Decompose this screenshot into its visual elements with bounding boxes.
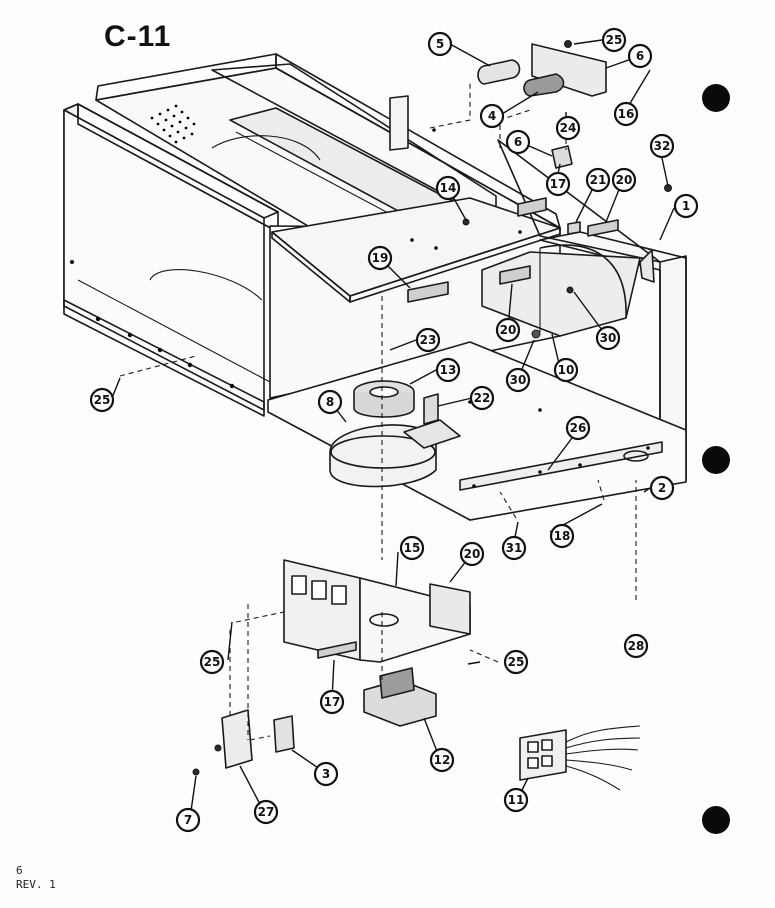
svg-text:7: 7 xyxy=(184,813,192,827)
callout-6-b: 6 xyxy=(505,129,531,155)
callout-24: 24 xyxy=(555,115,581,141)
page-number: 6 xyxy=(16,864,23,877)
svg-text:10: 10 xyxy=(558,363,575,377)
callout-7: 7 xyxy=(175,807,201,833)
callout-10: 10 xyxy=(553,357,579,383)
callout-4: 4 xyxy=(479,103,505,129)
callout-17-b: 17 xyxy=(319,689,345,715)
svg-text:20: 20 xyxy=(616,173,633,187)
svg-text:4: 4 xyxy=(488,109,496,123)
callout-11: 11 xyxy=(503,787,529,813)
svg-text:8: 8 xyxy=(326,395,334,409)
vent-perforations xyxy=(150,104,196,144)
callout-23: 23 xyxy=(415,327,441,353)
callout-30: 30 xyxy=(595,325,621,351)
callout-25: 25 xyxy=(601,27,627,53)
svg-text:28: 28 xyxy=(628,639,645,653)
svg-text:25: 25 xyxy=(204,655,221,669)
callout-25-d: 25 xyxy=(503,649,529,675)
svg-text:19: 19 xyxy=(372,251,389,265)
binder-hole-top xyxy=(702,84,730,112)
callout-22: 22 xyxy=(469,385,495,411)
svg-text:25: 25 xyxy=(94,393,111,407)
svg-text:21: 21 xyxy=(590,173,607,187)
oven-cavity-assembly xyxy=(63,40,687,521)
diagram-title: C-11 xyxy=(104,20,172,53)
svg-text:15: 15 xyxy=(404,541,421,555)
svg-text:20: 20 xyxy=(464,547,481,561)
callout-25-c: 25 xyxy=(199,649,225,675)
svg-text:2: 2 xyxy=(658,481,666,495)
callout-30-b: 30 xyxy=(505,367,531,393)
svg-text:17: 17 xyxy=(550,177,567,191)
svg-text:24: 24 xyxy=(560,121,577,135)
callout-15: 15 xyxy=(399,535,425,561)
svg-text:6: 6 xyxy=(514,135,522,149)
callout-32: 32 xyxy=(649,133,675,159)
callout-25-b: 25 xyxy=(89,387,115,413)
svg-text:31: 31 xyxy=(506,541,523,555)
callout-12: 12 xyxy=(429,747,455,773)
control-bracket-assembly xyxy=(192,559,471,776)
callout-19: 19 xyxy=(367,245,393,271)
svg-text:3: 3 xyxy=(322,767,330,781)
callout-28: 28 xyxy=(623,633,649,659)
callout-14: 14 xyxy=(435,175,461,201)
svg-text:12: 12 xyxy=(434,753,451,767)
callout-31: 31 xyxy=(501,535,527,561)
callout-6: 6 xyxy=(627,43,653,69)
binder-hole-bottom xyxy=(702,806,730,834)
callout-20-b: 20 xyxy=(495,317,521,343)
svg-text:5: 5 xyxy=(436,37,444,51)
callout-27: 27 xyxy=(253,799,279,825)
svg-text:14: 14 xyxy=(440,181,457,195)
svg-text:1: 1 xyxy=(682,199,690,213)
binder-hole-middle xyxy=(702,446,730,474)
callout-18: 18 xyxy=(549,523,575,549)
svg-text:27: 27 xyxy=(258,805,275,819)
svg-text:25: 25 xyxy=(508,655,525,669)
callout-2: 2 xyxy=(649,475,675,501)
svg-text:32: 32 xyxy=(654,139,671,153)
svg-text:20: 20 xyxy=(500,323,517,337)
callout-1: 1 xyxy=(673,193,699,219)
svg-text:18: 18 xyxy=(554,529,571,543)
callout-5: 5 xyxy=(427,31,453,57)
svg-text:23: 23 xyxy=(420,333,437,347)
svg-text:11: 11 xyxy=(508,793,525,807)
callout-3: 3 xyxy=(313,761,339,787)
wire-harness-connector xyxy=(519,725,641,791)
svg-text:22: 22 xyxy=(474,391,491,405)
callout-20: 20 xyxy=(611,167,637,193)
svg-text:17: 17 xyxy=(324,695,341,709)
callout-20-c: 20 xyxy=(459,541,485,567)
svg-text:6: 6 xyxy=(636,49,644,63)
callout-16: 16 xyxy=(613,101,639,127)
svg-text:25: 25 xyxy=(606,33,623,47)
svg-text:30: 30 xyxy=(600,331,617,345)
callout-21: 21 xyxy=(585,167,611,193)
svg-text:26: 26 xyxy=(570,421,587,435)
callout-bubbles: 5 25 6 16 4 24 6 32 17 21 20 1 14 19 20 … xyxy=(89,27,699,833)
callout-8: 8 xyxy=(317,389,343,415)
callout-17: 17 xyxy=(545,171,571,197)
callout-26: 26 xyxy=(565,415,591,441)
svg-text:13: 13 xyxy=(440,363,457,377)
callout-13: 13 xyxy=(435,357,461,383)
svg-text:16: 16 xyxy=(618,107,635,121)
svg-text:30: 30 xyxy=(510,373,527,387)
revision-label: REV. 1 xyxy=(16,878,56,891)
